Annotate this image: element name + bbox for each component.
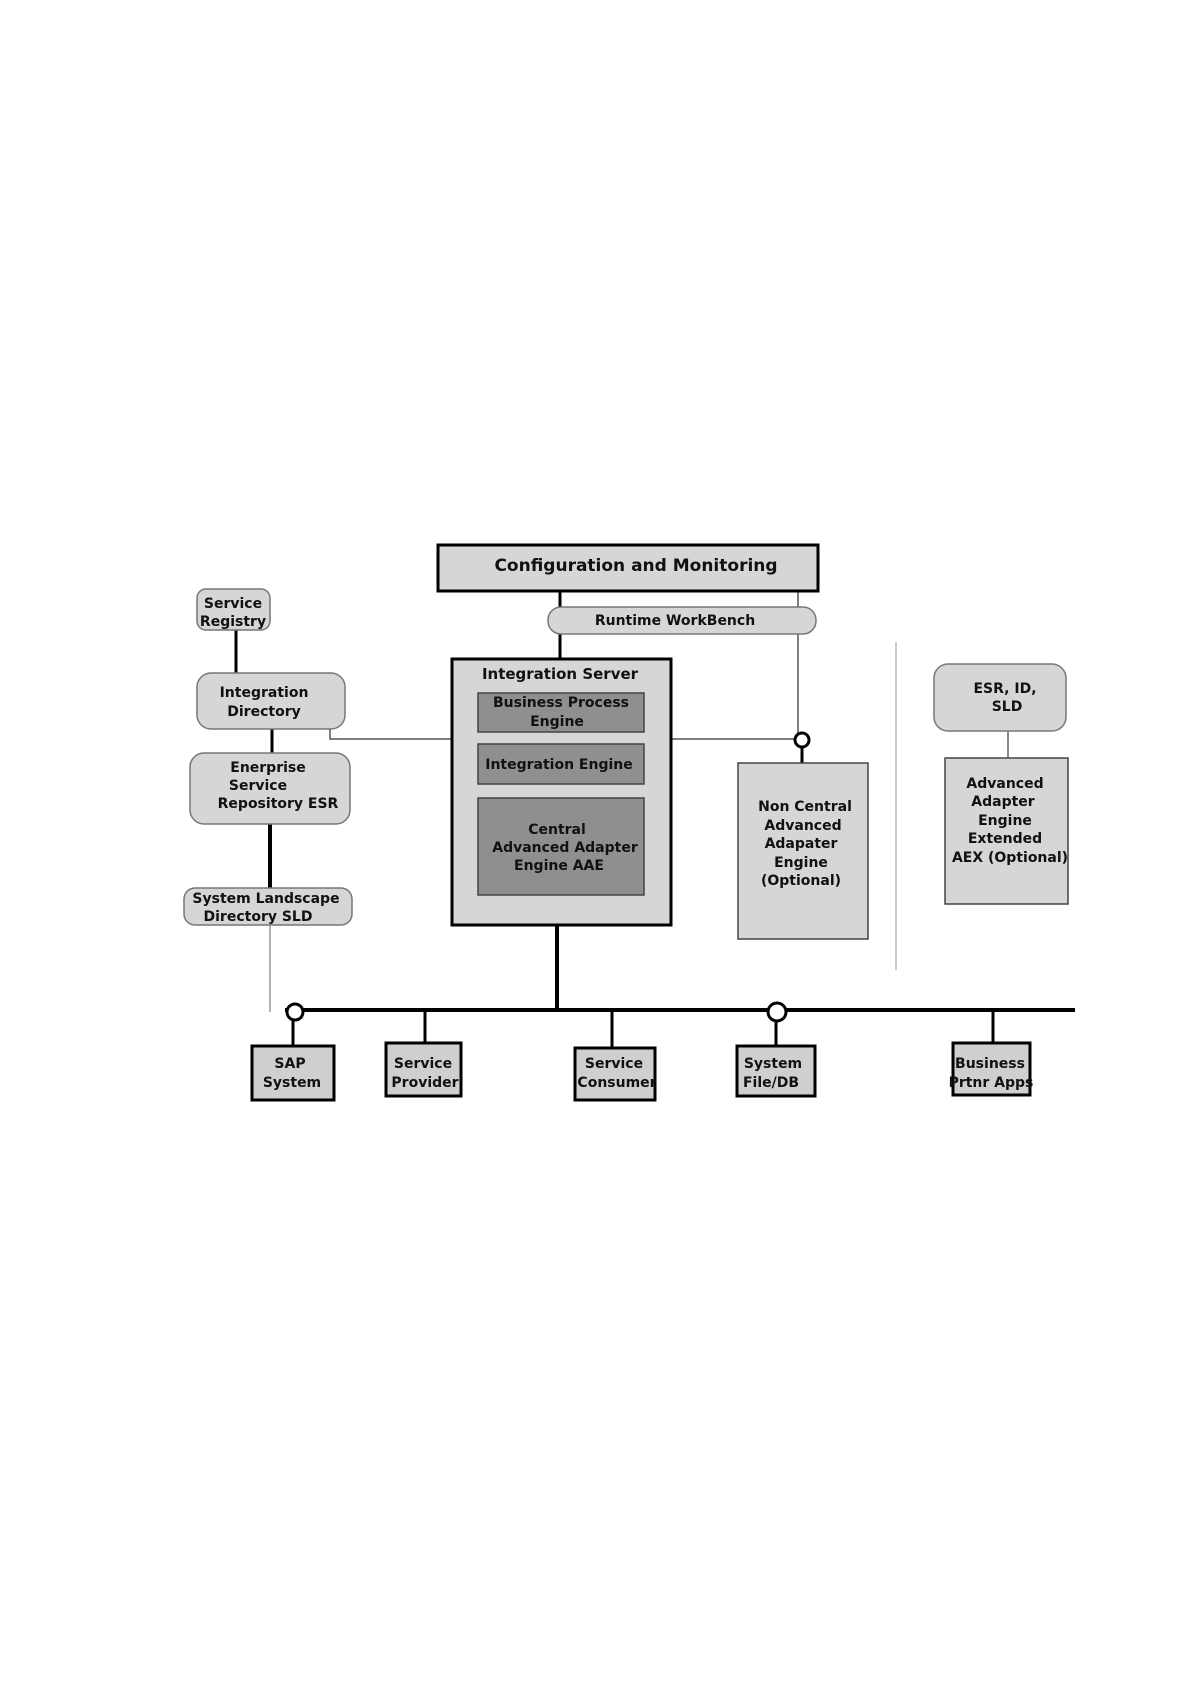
aex-line-1: Advanced [966, 776, 1043, 792]
config-monitoring-label: Configuration and Monitoring [494, 556, 777, 576]
aex-line-5: AEX (Optional) [952, 850, 1068, 866]
non-central-line-3: Adapater [765, 836, 838, 852]
partner-line-1: Business [955, 1056, 1025, 1072]
endpoint-system-file-db: System File/DB [735, 1044, 817, 1098]
runtime-workbench-box: Runtime WorkBench [547, 606, 817, 635]
non-central-line-2: Advanced [764, 818, 841, 834]
integration-directory-box: Integration Directory [196, 672, 346, 730]
non-central-line-5: (Optional) [761, 873, 841, 889]
config-monitoring-box: Configuration and Monitoring [436, 543, 820, 593]
non-central-line-1: Non Central [758, 799, 852, 815]
aex-line-3: Engine [978, 813, 1032, 829]
esr-line-3: Repository ESR [218, 796, 339, 812]
aae-line-2: Advanced Adapter [492, 840, 638, 856]
partner-line-2: Prtnr Apps [949, 1075, 1034, 1091]
sap-line-2: System [263, 1075, 321, 1091]
bpe-box [477, 692, 645, 733]
integration-engine-box [477, 743, 645, 785]
junction-circle-sap [285, 1002, 305, 1022]
non-central-line-4: Engine [774, 855, 828, 871]
integration-directory-line-2: Directory [227, 704, 300, 720]
filedb-line-1: System [744, 1056, 802, 1072]
esr-line-2: Service [229, 778, 287, 794]
bpe-line-2: Engine [530, 714, 584, 730]
integration-directory-line-1: Integration [220, 685, 309, 701]
aex-line-4: Extended [968, 831, 1042, 847]
non-central-aae-box: Non Central Advanced Adapater Engine (Op… [737, 762, 869, 940]
integration-engine-label: Integration Engine [485, 757, 633, 773]
sld-line-1: System Landscape [192, 891, 339, 907]
esr-id-sld-line-2: SLD [992, 699, 1023, 715]
sld-box: System Landscape Directory SLD [183, 887, 353, 926]
aae-line-3: Engine AAE [514, 858, 604, 874]
integration-server-title: Integration Server [482, 665, 639, 683]
provider-line-2: Provider [391, 1075, 458, 1091]
endpoint-service-consumer: Service Consumer [573, 1046, 657, 1102]
esr-box: Enerprise Service Repository ESR [189, 752, 351, 825]
integration-server-box: Integration Server Business Process Engi… [450, 657, 673, 927]
esr-line-1: Enerprise [230, 760, 305, 776]
esr-id-sld-line-1: ESR, ID, [973, 681, 1036, 697]
service-registry-box: Service Registry [196, 588, 271, 631]
junction-circle-filedb [766, 1001, 788, 1023]
provider-line-1: Service [394, 1056, 452, 1072]
aae-line-1: Central [528, 822, 586, 838]
sld-line-2: Directory SLD [204, 909, 313, 925]
esr-id-sld-box: ESR, ID, SLD [933, 663, 1067, 732]
service-registry-line-2: Registry [200, 614, 266, 630]
aex-line-2: Adapter [971, 794, 1035, 810]
junction-circle-right [793, 731, 811, 749]
runtime-workbench-label: Runtime WorkBench [595, 613, 755, 629]
endpoint-business-partner-apps: Business Prtnr Apps [949, 1041, 1034, 1097]
filedb-line-2: File/DB [743, 1075, 799, 1091]
endpoint-sap-system: SAP System [250, 1044, 336, 1102]
aex-box: Advanced Adapter Engine Extended AEX (Op… [944, 757, 1069, 905]
aae-box [477, 797, 645, 896]
consumer-line-1: Service [585, 1056, 643, 1072]
service-registry-line-1: Service [204, 596, 262, 612]
sap-line-1: SAP [274, 1056, 305, 1072]
consumer-line-2: Consumer [577, 1075, 656, 1091]
bpe-line-1: Business Process [493, 695, 629, 711]
endpoint-service-provider: Service Provider [384, 1041, 463, 1098]
